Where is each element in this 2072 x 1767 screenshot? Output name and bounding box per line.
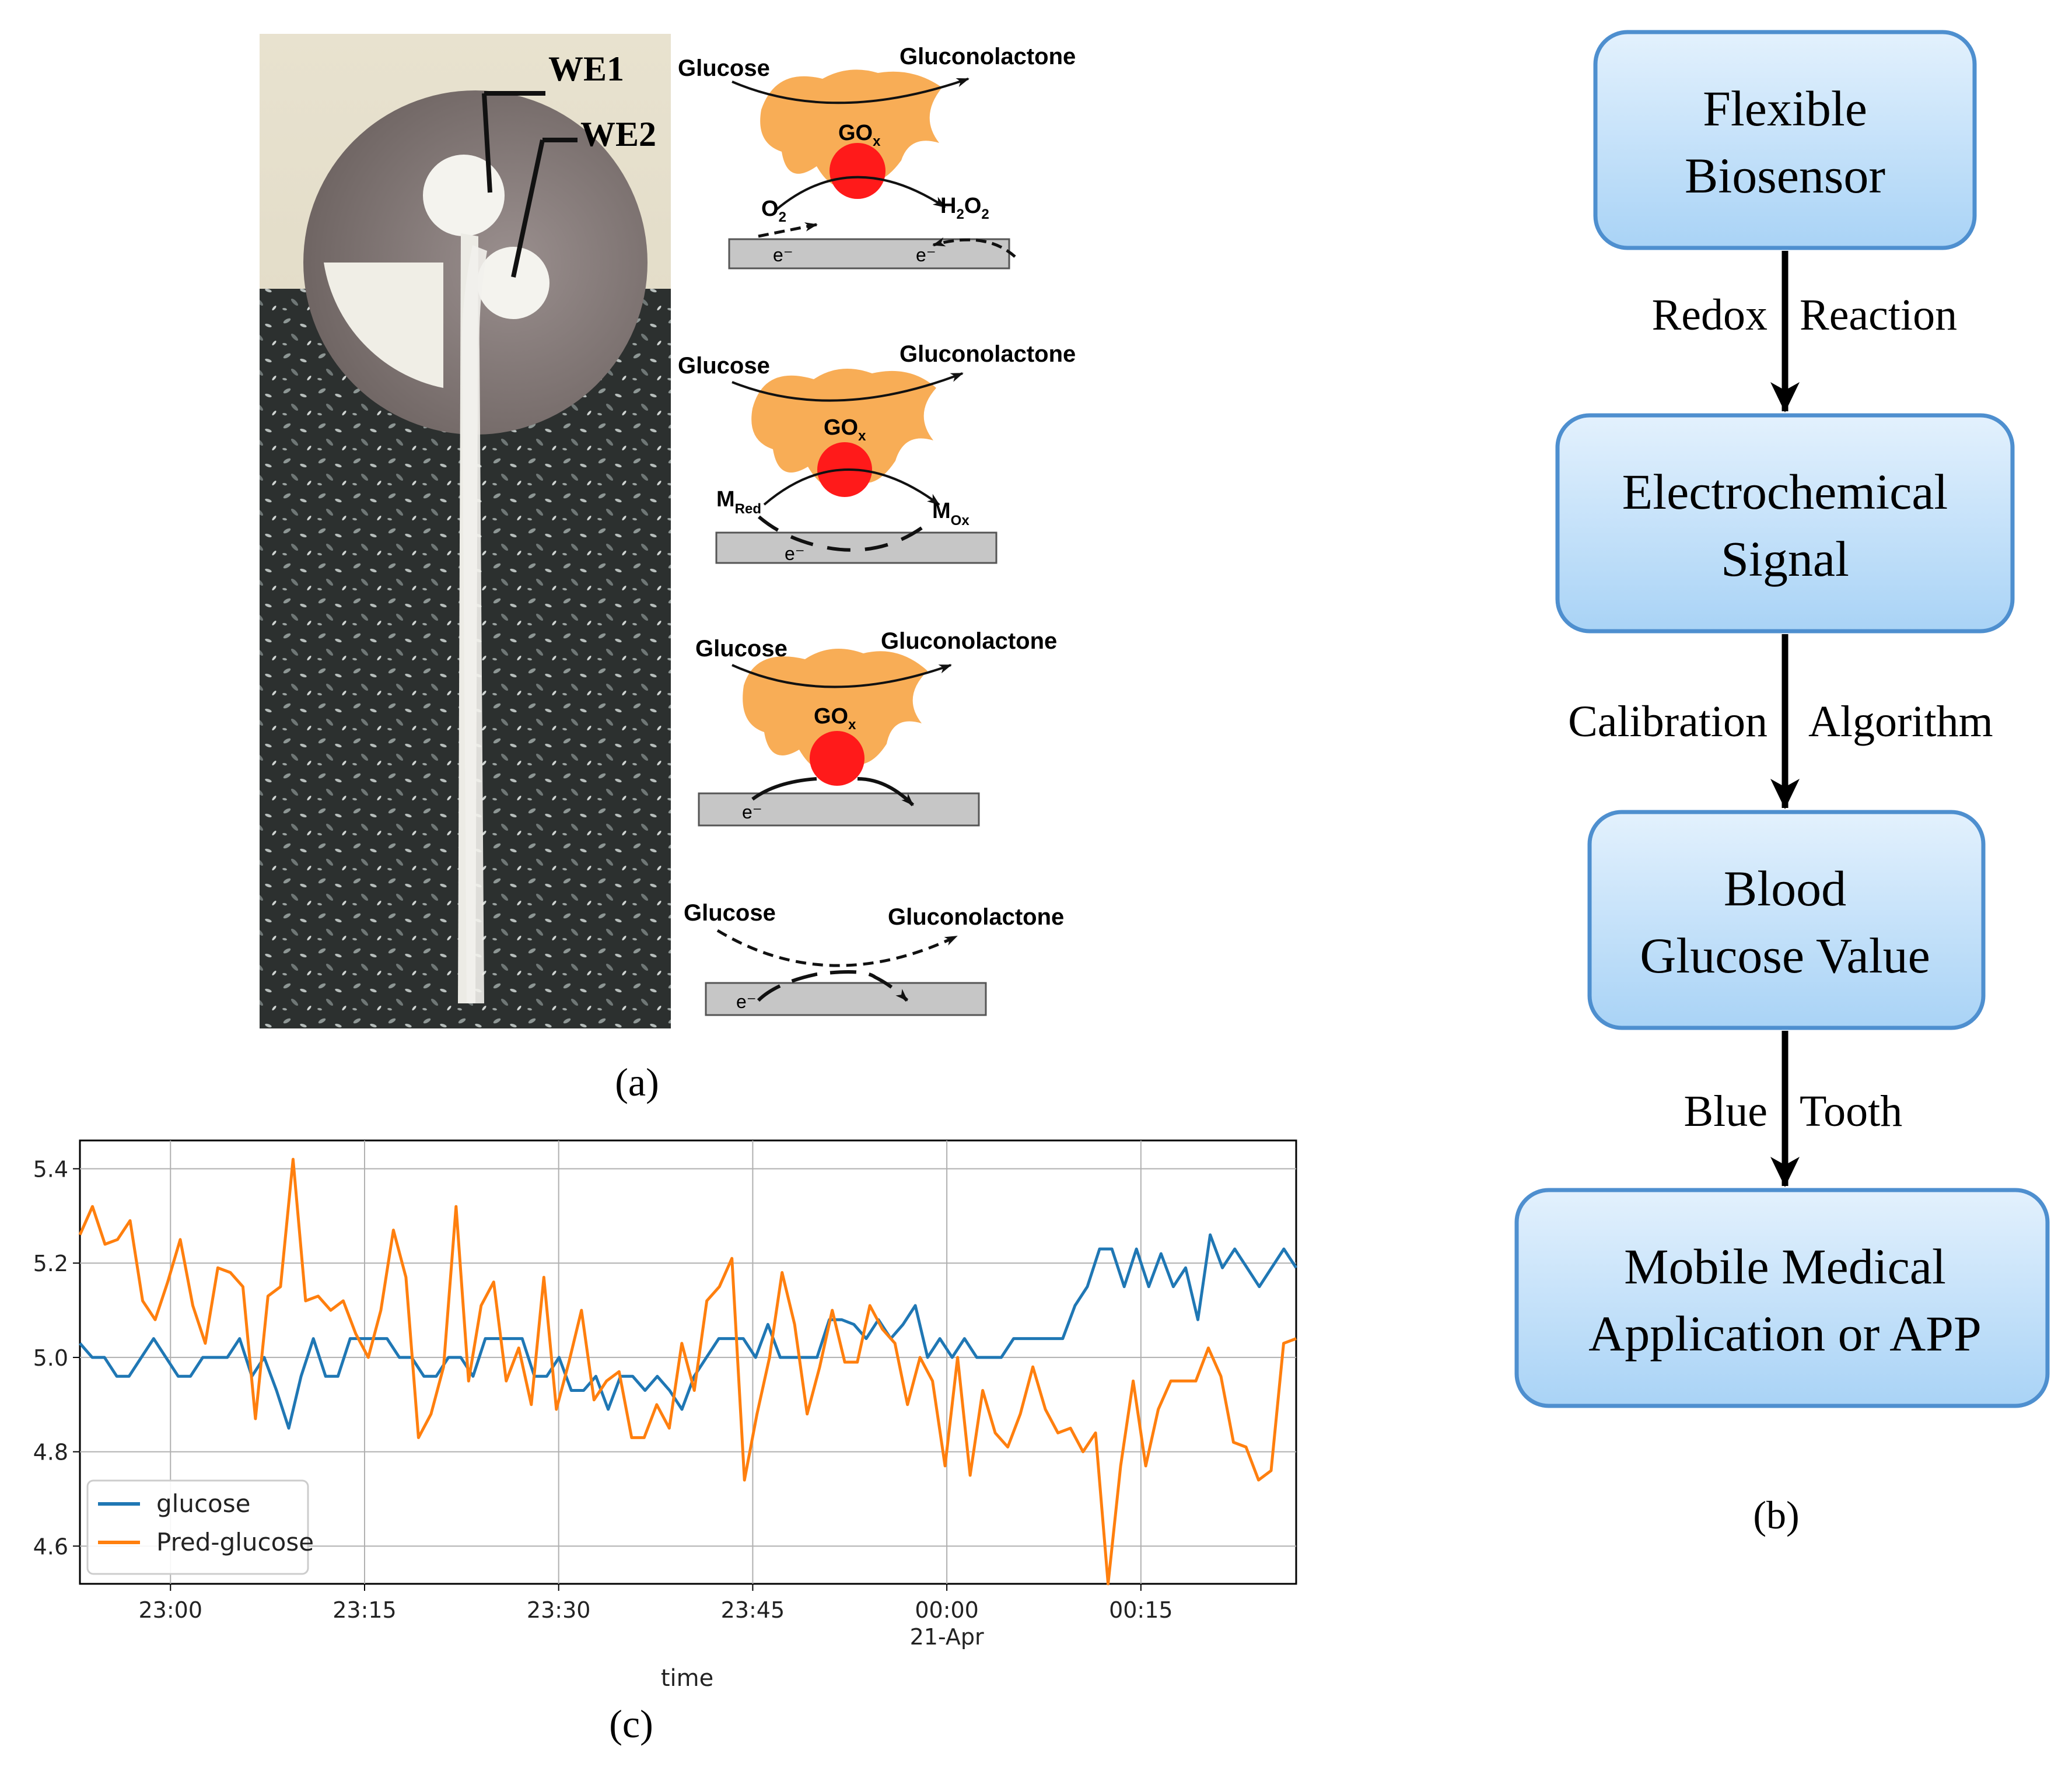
series-line-pred-glucose [78, 1157, 1297, 1586]
electron-label: e⁻ [736, 991, 757, 1012]
arrow-label-right: Reaction [1800, 291, 1957, 340]
x-tick-label: 00:00 [915, 1597, 979, 1623]
flow-box-glucose-value: Blood Glucose Value [1587, 810, 1986, 1030]
arrow-label-left: Blue [1684, 1087, 1768, 1136]
we1-electrode [423, 155, 505, 236]
y-axis: 4.6 4.8 5.0 5.2 5.4 [33, 1157, 80, 1559]
oxygen-label: O2 [761, 197, 786, 225]
mediator-oxidized-label: MOx [932, 499, 970, 529]
caption-b: (b) [1753, 1493, 1799, 1537]
y-tick-label: 5.0 [33, 1345, 68, 1371]
x-tick-label: 23:15 [332, 1597, 397, 1623]
electron-label: e⁻ [916, 244, 936, 265]
x-tick-label: 00:15 [1109, 1597, 1173, 1623]
x-tick-sublabel: 21-Apr [910, 1624, 984, 1650]
electrode-bar [715, 531, 998, 564]
flow-box-signal: Electrochemical Signal [1555, 413, 2015, 634]
cofactor-circle [810, 731, 864, 786]
y-tick-label: 5.4 [33, 1157, 68, 1182]
gluconolactone-label: Gluconolactone [888, 904, 1064, 930]
arrow-label-right: Algorithm [1808, 697, 1993, 746]
glucose-label: Glucose [695, 636, 788, 662]
counter-electrode [324, 263, 443, 388]
electron-label: e⁻ [742, 802, 762, 823]
flow-box-app: Mobile Medical Application or APP [1514, 1188, 2050, 1408]
mediator-reduced-label: MRed [716, 487, 761, 517]
electrode-bar [728, 238, 1010, 270]
enzyme-label: GOx [838, 121, 881, 149]
we1-label: WE1 [548, 50, 624, 88]
arrow-label-left: Redox [1652, 291, 1768, 340]
enzyme-shape [743, 649, 928, 770]
series-layer [78, 1157, 1298, 1586]
box-line: Biosensor [1685, 148, 1885, 204]
electron-label: e⁻ [773, 244, 793, 265]
glucose-label: Glucose [678, 55, 770, 81]
grid [80, 1140, 1296, 1584]
gluconolactone-label: Gluconolactone [900, 44, 1076, 69]
electrode-bar [705, 982, 987, 1016]
box-line: Signal [1721, 531, 1849, 587]
enzyme-label: GOx [824, 415, 866, 444]
flowchart: Flexible Biosensor Electrochemical Signa… [1514, 30, 2050, 1537]
x-tick-label: 23:45 [721, 1597, 785, 1623]
electron-label: e⁻ [785, 543, 805, 564]
x-tick-label: 23:00 [139, 1597, 203, 1623]
arrow-label-right: Tooth [1800, 1087, 1902, 1136]
caption-a: (a) [615, 1060, 659, 1104]
mechanism-2: Glucose Gluconolactone GOx MRed MOx e⁻ [678, 341, 1076, 564]
flow-box-biosensor: Flexible Biosensor [1593, 30, 1977, 250]
mechanism-3: Glucose Gluconolactone GOx e⁻ [695, 628, 1057, 827]
enzyme-label: GOx [814, 704, 856, 733]
we2-label: WE2 [580, 115, 656, 153]
we1-leader-line [482, 93, 492, 193]
x-axis-label: time [661, 1665, 713, 1692]
caption-c: (c) [609, 1702, 653, 1746]
sensor-photo: WE1 WE2 [260, 34, 671, 1028]
gluconolactone-label: Gluconolactone [900, 341, 1076, 367]
series-line-glucose [79, 1233, 1298, 1430]
legend: glucose Pred-glucose [86, 1479, 314, 1575]
glucose-line-chart: 4.6 4.8 5.0 5.2 5.4 23:00 23:15 23:30 23:45 00:0… [33, 1139, 1298, 1746]
gluconolactone-label: Gluconolactone [881, 628, 1057, 654]
electrode-bar [698, 792, 980, 827]
legend-label-glucose: glucose [156, 1489, 250, 1518]
arrow-label-left: Calibration [1568, 697, 1768, 746]
y-tick-label: 4.8 [33, 1440, 68, 1465]
box-line: Glucose Value [1640, 928, 1930, 984]
box-line: Electrochemical [1622, 464, 1948, 520]
peroxide-label: H2O2 [940, 194, 989, 222]
legend-label-pred-glucose: Pred-glucose [156, 1528, 314, 1556]
we2-electrode [477, 247, 550, 319]
x-tick-label: 23:30 [527, 1597, 591, 1623]
box-line: Blood [1724, 860, 1846, 916]
box-line: Flexible [1703, 81, 1867, 137]
y-tick-label: 5.2 [33, 1251, 68, 1276]
y-tick-label: 4.6 [33, 1534, 68, 1559]
box-line: Mobile Medical [1624, 1238, 1946, 1294]
we2-leader-line [511, 139, 545, 278]
mechanism-1: Glucose Gluconolactone GOx O2 H2O2 e⁻ e⁻ [678, 44, 1076, 270]
glucose-label: Glucose [684, 900, 776, 926]
glucose-label: Glucose [678, 353, 770, 379]
mechanism-4: Glucose Gluconolactone e⁻ [684, 900, 1064, 1016]
box-line: Application or APP [1588, 1306, 1982, 1362]
cofactor-circle [830, 143, 886, 199]
